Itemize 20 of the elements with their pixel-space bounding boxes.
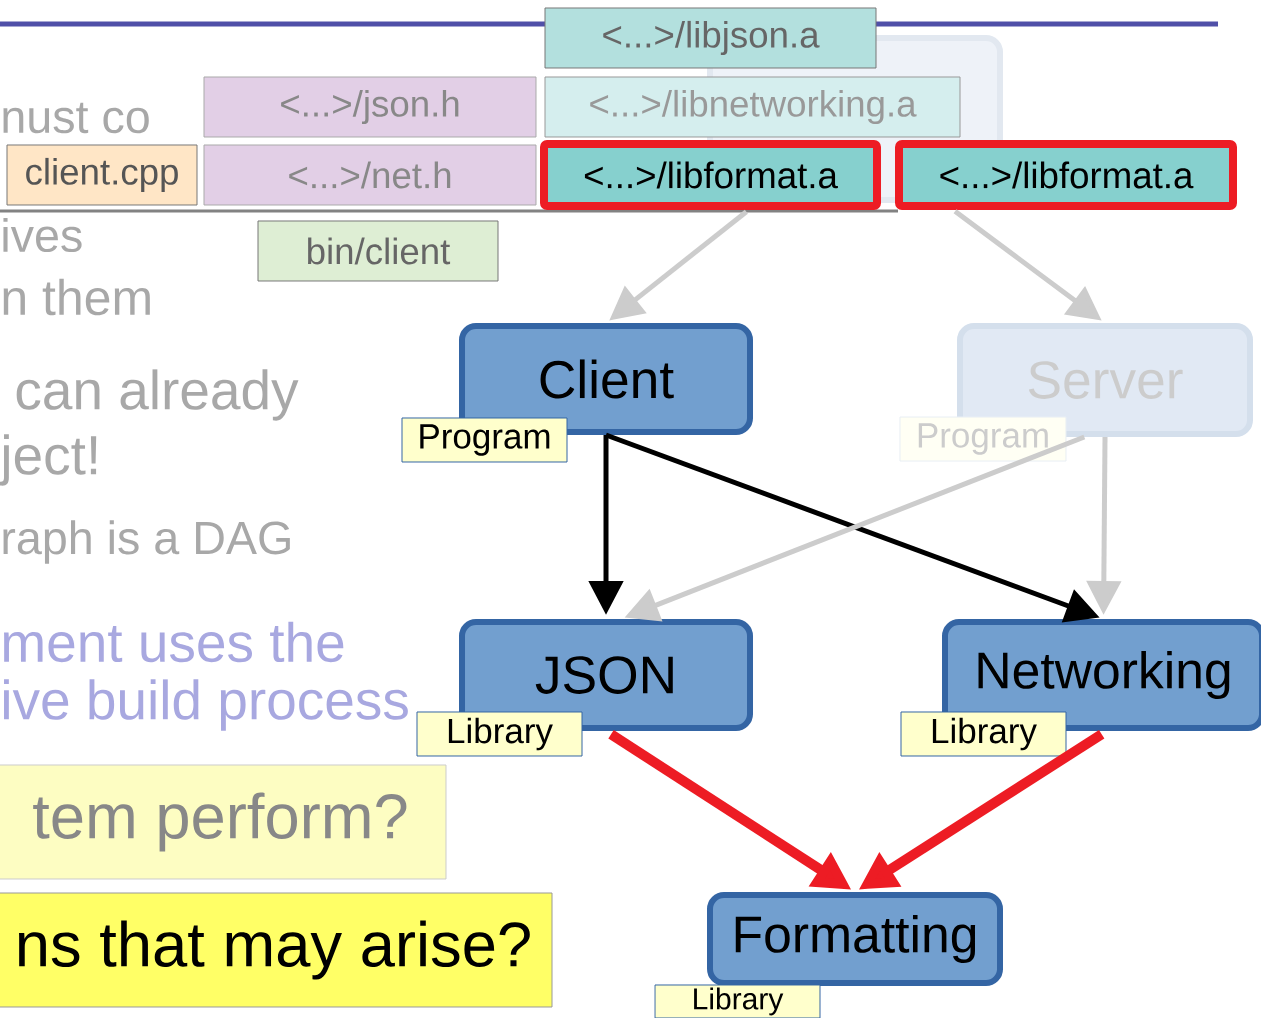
target-box: Formatting — [707, 892, 1003, 986]
background-text: ject! — [0, 434, 97, 486]
background-text: ive build process — [4, 679, 408, 731]
file-box: client.cpp — [6, 144, 198, 206]
background-text: ives — [3, 217, 82, 253]
file-box: <...>/libformat.a — [540, 140, 881, 210]
background-text: can already — [16, 369, 299, 421]
file-box: <...>/libformat.a — [895, 140, 1237, 210]
type-tag: Library — [654, 984, 821, 1018]
background-text: ment uses the — [4, 621, 344, 663]
background-text: raph is a DAG — [3, 520, 290, 564]
file-box: <...>/net.h — [203, 144, 537, 206]
background-text: n them — [3, 278, 150, 316]
question-box: tem perform? — [0, 764, 447, 880]
background-text: nust co — [3, 102, 149, 134]
file-box: <...>/libnetworking.a — [544, 76, 961, 138]
file-box: bin/client — [257, 220, 499, 282]
question-box: ns that may arise? — [0, 892, 553, 1008]
file-box: <...>/json.h — [203, 76, 537, 138]
file-box: <...>/libjson.a — [544, 7, 877, 69]
